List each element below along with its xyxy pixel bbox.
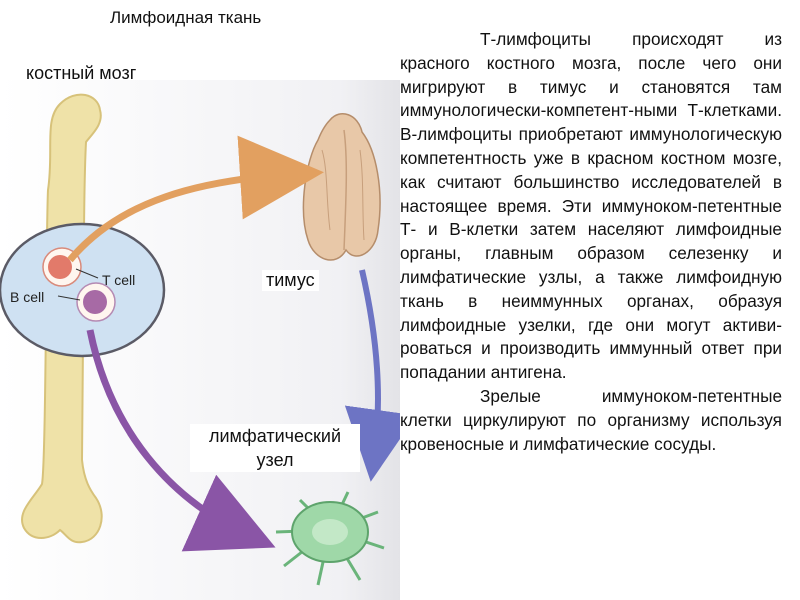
lymph-node-cell bbox=[275, 491, 385, 586]
lymph-node-label: лимфатический узел bbox=[190, 424, 360, 472]
description-text: Т-лимфоциты происходят из красного костн… bbox=[400, 28, 782, 456]
t-cell-label: T cell bbox=[102, 272, 135, 288]
bone-marrow-label: костный мозг bbox=[26, 63, 137, 83]
arrow-thymus-to-node bbox=[344, 269, 400, 482]
arrow-to-lymph-node bbox=[86, 329, 276, 552]
page-title: Лимфоидная ткань bbox=[110, 8, 262, 27]
lymphoid-diagram: T cell B cell bbox=[0, 80, 400, 600]
thymus-label: тимус bbox=[262, 270, 319, 291]
b-cell-label: B cell bbox=[10, 289, 44, 305]
paragraph-1: Т-лимфоциты происходят из красного костн… bbox=[400, 29, 782, 383]
arrow-to-thymus bbox=[67, 135, 324, 263]
paragraph-2: Зрелые иммуноком-петентные клетки циркул… bbox=[400, 385, 782, 454]
